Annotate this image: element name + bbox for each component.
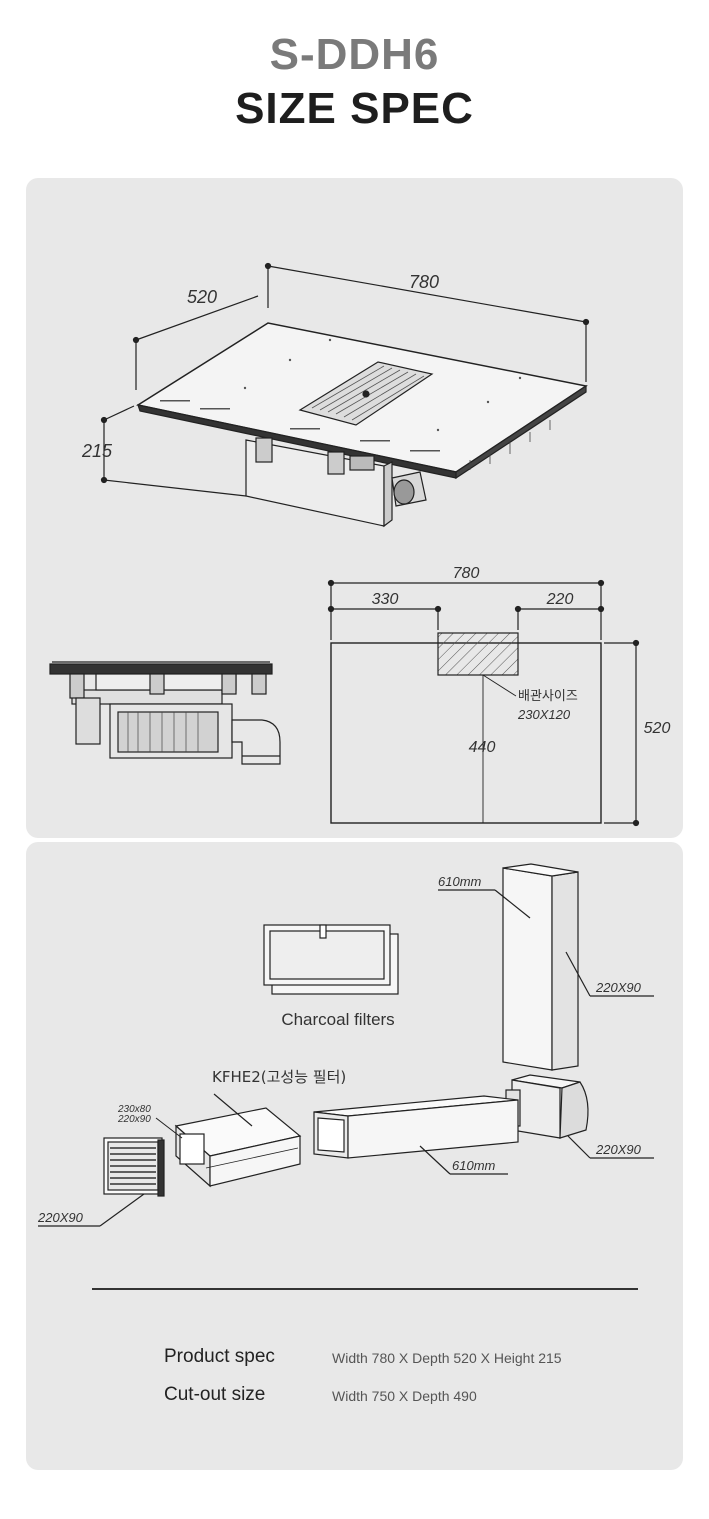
spec-divider [92,1288,638,1290]
adapter-size-a: 230x80 [117,1104,151,1115]
horizontal-duct-length: 610mm [452,1158,496,1173]
kfhe2-label: KFHE2(고성능 필터) [212,1068,346,1086]
duct-size-value: 230X120 [517,707,571,722]
iso-depth-label: 520 [187,287,217,307]
isometric-cooktop-drawing [100,262,590,528]
adapter-size-b: 220x90 [117,1114,151,1125]
grille-drawing [38,1137,165,1227]
vertical-duct-drawing [438,863,654,1071]
cutout-size-label: Cut-out size [164,1384,266,1405]
grille-size: 220X90 [37,1210,84,1225]
plan-total-width: 780 [453,565,480,582]
vertical-duct-length: 610mm [438,874,482,889]
side-view-drawing [49,661,281,765]
iso-height-label: 215 [81,441,113,461]
charcoal-filters-label: Charcoal filters [281,1010,394,1029]
plan-view-drawing [327,579,640,827]
vertical-duct-size: 220X90 [595,980,642,995]
product-spec-value: Width 780 X Depth 520 X Height 215 [332,1350,562,1366]
iso-width-label: 780 [409,272,439,292]
plan-right-offset: 220 [546,591,574,608]
plan-center-label: 440 [469,739,496,756]
plan-left-offset: 330 [372,591,399,608]
product-spec-label: Product spec [164,1346,275,1367]
plan-depth: 520 [644,720,671,737]
page-title: SIZE SPEC [235,84,474,133]
elbow-size: 220X90 [595,1142,642,1157]
kfhe2-filter-drawing [174,1093,302,1188]
model-title: S-DDH6 [269,30,440,79]
duct-size-label: 배관사이즈 [518,689,578,704]
charcoal-filter-drawing [263,924,399,995]
horizontal-duct-drawing [313,1095,519,1175]
cutout-size-value: Width 750 X Depth 490 [332,1388,477,1404]
